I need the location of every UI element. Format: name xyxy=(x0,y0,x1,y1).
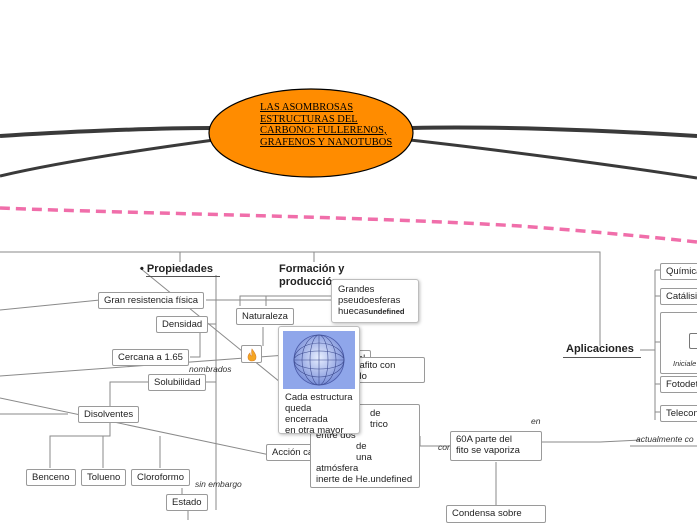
node-catalisis[interactable]: Catálisis xyxy=(660,288,697,305)
propiedades-heading[interactable]: • Propiedades xyxy=(140,263,213,275)
main-branch-right-lower xyxy=(409,138,697,180)
formacion-heading-line: Formación y xyxy=(279,263,345,275)
vaporiza-line: 60A parte del xyxy=(456,434,512,445)
arco-line: una xyxy=(356,452,372,463)
node-solubilidad[interactable]: Solubilidad xyxy=(148,374,207,391)
node-quimica[interactable]: Química xyxy=(660,263,697,280)
aplicaciones-underline xyxy=(563,357,641,358)
link-label-en: en xyxy=(531,416,541,426)
node-gran-resistencia[interactable]: Gran resistencia física xyxy=(98,292,204,309)
node-densidad[interactable]: Densidad xyxy=(156,316,209,333)
central-topic-line: LAS ASOMBROSAS xyxy=(260,102,354,113)
fullerene-molecule-image xyxy=(283,331,355,389)
node-arco-electrico[interactable]: de trico entre dos de una atmósfera iner… xyxy=(310,404,420,488)
tooltip-grandes[interactable]: Grandes pseudoesferas huecasundefined xyxy=(331,279,419,323)
central-topic-line: GRAFENOS Y NANOTUBOS xyxy=(260,136,393,148)
node-iniciale[interactable]: Iniciale xyxy=(660,312,697,374)
arco-line: inerte de He.undefined xyxy=(316,474,413,485)
node-cercana[interactable]: Cercana a 1.65 xyxy=(112,349,189,366)
arco-line: de xyxy=(356,441,367,452)
propiedades-heading-label: Propiedades xyxy=(146,263,213,275)
grandes-line: pseudoesferas xyxy=(338,295,401,306)
link-label-actualmente: actualmente co xyxy=(636,434,694,444)
grandes-undefined-suffix: undefined xyxy=(368,307,405,316)
central-topic-line: CARBONO: FULLERENOS, xyxy=(260,125,387,136)
propiedades-underline xyxy=(146,276,220,277)
dashed-separator xyxy=(0,206,697,244)
formacion-heading-line: producción xyxy=(279,276,339,288)
main-branch-right-upper xyxy=(411,125,697,138)
node-naturaleza[interactable]: Naturaleza xyxy=(236,308,294,325)
grandes-line: Grandes xyxy=(338,284,375,295)
cada-line: en otra mayor xyxy=(285,425,344,436)
formacion-heading[interactable]: Formación y producción xyxy=(279,263,344,289)
link-label-sin-embargo: sin embargo xyxy=(195,479,242,489)
central-topic-line: ESTRUCTURAS DEL xyxy=(260,113,358,125)
cada-line: queda encerrada xyxy=(285,403,328,425)
node-tolueno[interactable]: Tolueno xyxy=(81,469,127,486)
node-condensa[interactable]: Condensa sobre xyxy=(446,505,546,523)
arco-line: de xyxy=(370,408,381,419)
arco-line: entre dos xyxy=(316,430,356,441)
node-estado[interactable]: Estado xyxy=(166,494,208,511)
grafito-line: grafito con xyxy=(351,360,396,371)
vaporiza-line: fito se vaporiza xyxy=(456,445,520,456)
arco-line: atmósfera xyxy=(316,463,359,474)
node-cloroformo[interactable]: Cloroformo xyxy=(131,469,190,486)
iniciale-label: Iniciale xyxy=(673,359,697,368)
central-topic-text[interactable]: LAS ASOMBROSAS ESTRUCTURAS DEL CARBONO: … xyxy=(260,102,420,148)
cada-line: Cada estructura xyxy=(285,392,353,403)
grafito-line: ado xyxy=(351,371,419,382)
fire-icon xyxy=(247,348,256,362)
node-disolventes[interactable]: Disolventes xyxy=(78,406,140,423)
node-benceno[interactable]: Benceno xyxy=(26,469,76,486)
link-label-como: como xyxy=(438,442,459,452)
node-fotodet[interactable]: Fotodete xyxy=(660,376,697,393)
central-topic-ellipse[interactable] xyxy=(208,88,414,178)
document-icon xyxy=(689,333,697,349)
arco-line: trico xyxy=(370,419,388,430)
fire-node[interactable] xyxy=(241,345,262,363)
node-telecom[interactable]: Telecom xyxy=(660,405,697,422)
main-branch-left-lower xyxy=(0,138,215,178)
link-label-nombrados: nombrados xyxy=(189,364,232,374)
grandes-line-text: huecas xyxy=(338,306,369,317)
tooltip-cada-estructura[interactable]: Cada estructura queda encerrada en otra … xyxy=(278,326,360,436)
grandes-line-3: huecasundefined xyxy=(338,306,412,317)
main-branch-left-upper xyxy=(0,126,213,138)
node-vaporiza[interactable]: 60A parte del fito se vaporiza xyxy=(450,431,542,461)
aplicaciones-heading[interactable]: Aplicaciones xyxy=(566,343,634,355)
